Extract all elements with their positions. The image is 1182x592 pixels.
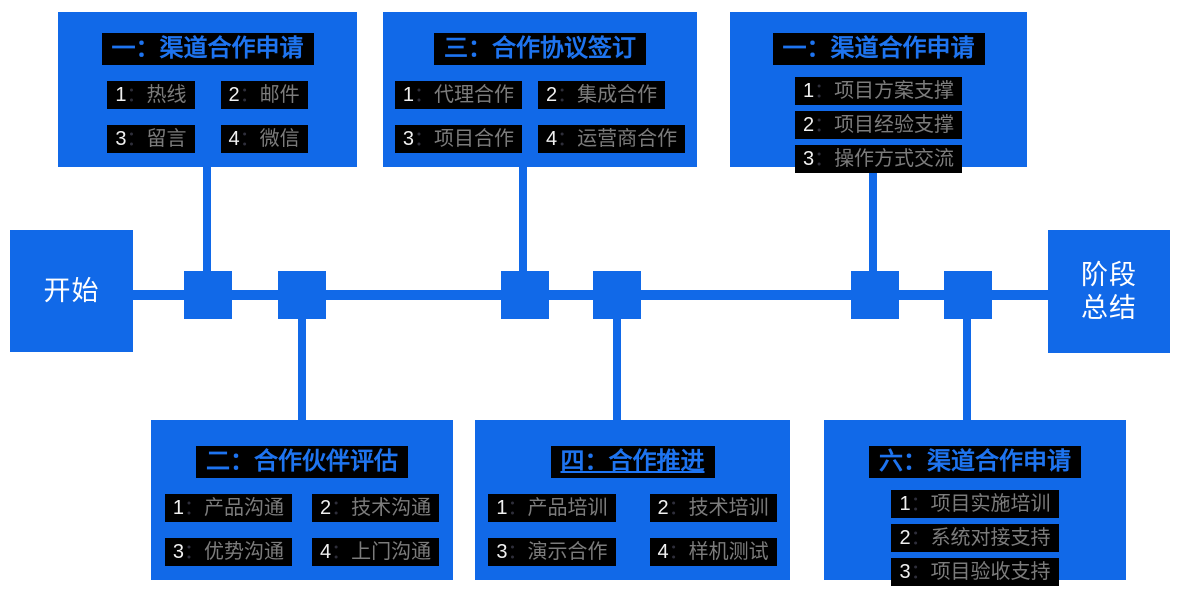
list-item: 2：集成合作 — [538, 81, 666, 109]
flow-main-line — [133, 290, 1048, 300]
connector-node-3 — [501, 271, 549, 319]
list-item: 1：项目实施培训 — [891, 490, 1059, 518]
link-line-to-box4 — [613, 319, 621, 420]
list-item: 1：热线 — [107, 81, 195, 109]
step-box-1-items: 1：热线 2：邮件 3：留言 4：微信 — [107, 81, 308, 153]
connector-node-6 — [944, 271, 992, 319]
step-box-4-items: 1：产品培训 2：技术培训 3：演示合作 4：样机测试 — [488, 494, 777, 566]
step-box-3: 三：合作协议签订 1：代理合作 2：集成合作 3：项目合作 4：运营商合作 — [383, 12, 697, 167]
list-item: 1：产品沟通 — [164, 494, 292, 522]
connector-node-4 — [593, 271, 641, 319]
list-item: 1：代理合作 — [394, 81, 522, 109]
list-item: 2：技术沟通 — [312, 494, 440, 522]
step-box-1: 一：渠道合作申请 1：热线 2：邮件 3：留言 4：微信 — [58, 12, 357, 167]
start-node: 开始 — [10, 230, 133, 352]
step-box-5-title: 一：渠道合作申请 — [772, 33, 985, 65]
step-box-3-title: 三：合作协议签订 — [434, 33, 646, 65]
link-box5-to-line — [869, 167, 877, 271]
start-label: 开始 — [43, 275, 100, 306]
step-box-1-title: 一：渠道合作申请 — [101, 33, 314, 65]
step-box-6-items: 1：项目实施培训 2：系统对接支持 3：项目验收支持 — [891, 490, 1059, 586]
link-line-to-box2 — [298, 319, 306, 420]
step-box-5-items: 1：项目方案支撑 2：项目经验支撑 3：操作方式交流 — [794, 77, 963, 173]
step-box-3-items: 1：代理合作 2：集成合作 3：项目合作 4：运营商合作 — [394, 81, 686, 153]
list-item: 3：留言 — [107, 125, 195, 153]
connector-node-2 — [278, 271, 326, 319]
end-label-line2: 总结 — [1081, 292, 1137, 323]
step-box-4: 四：合作推进 1：产品培训 2：技术培训 3：演示合作 4：样机测试 — [475, 420, 790, 580]
link-box1-to-line — [203, 167, 211, 271]
list-item: 3：项目合作 — [394, 125, 522, 153]
connector-node-5 — [851, 271, 899, 319]
list-item: 4：运营商合作 — [538, 125, 686, 153]
list-item: 3：项目验收支持 — [891, 558, 1059, 586]
link-line-to-box6 — [963, 319, 971, 420]
list-item: 1：项目方案支撑 — [794, 77, 963, 105]
list-item: 2：技术培训 — [649, 494, 777, 522]
link-box3-to-line — [519, 167, 527, 271]
step-box-6-title: 六：渠道合作申请 — [869, 446, 1081, 478]
end-node: 阶段 总结 — [1048, 230, 1170, 353]
step-box-2: 二：合作伙伴评估 1：产品沟通 2：技术沟通 3：优势沟通 4：上门沟通 — [151, 420, 453, 580]
list-item: 4：样机测试 — [649, 538, 777, 566]
list-item: 2：邮件 — [220, 81, 308, 109]
list-item: 3：操作方式交流 — [794, 145, 963, 173]
step-box-2-items: 1：产品沟通 2：技术沟通 3：优势沟通 4：上门沟通 — [164, 494, 440, 566]
step-box-6: 六：渠道合作申请 1：项目实施培训 2：系统对接支持 3：项目验收支持 — [824, 420, 1126, 586]
list-item: 1：产品培训 — [488, 494, 616, 522]
connector-node-1 — [184, 271, 232, 319]
end-label-line1: 阶段 — [1081, 259, 1137, 290]
list-item: 4：上门沟通 — [312, 538, 440, 566]
step-box-5: 一：渠道合作申请 1：项目方案支撑 2：项目经验支撑 3：操作方式交流 — [730, 12, 1027, 173]
step-box-4-title: 四：合作推进 — [550, 446, 715, 478]
list-item: 3：优势沟通 — [164, 538, 292, 566]
list-item: 2：系统对接支持 — [891, 524, 1059, 552]
list-item: 3：演示合作 — [488, 538, 616, 566]
list-item: 4：微信 — [220, 125, 308, 153]
list-item: 2：项目经验支撑 — [794, 111, 963, 139]
step-box-2-title: 二：合作伙伴评估 — [196, 446, 408, 478]
